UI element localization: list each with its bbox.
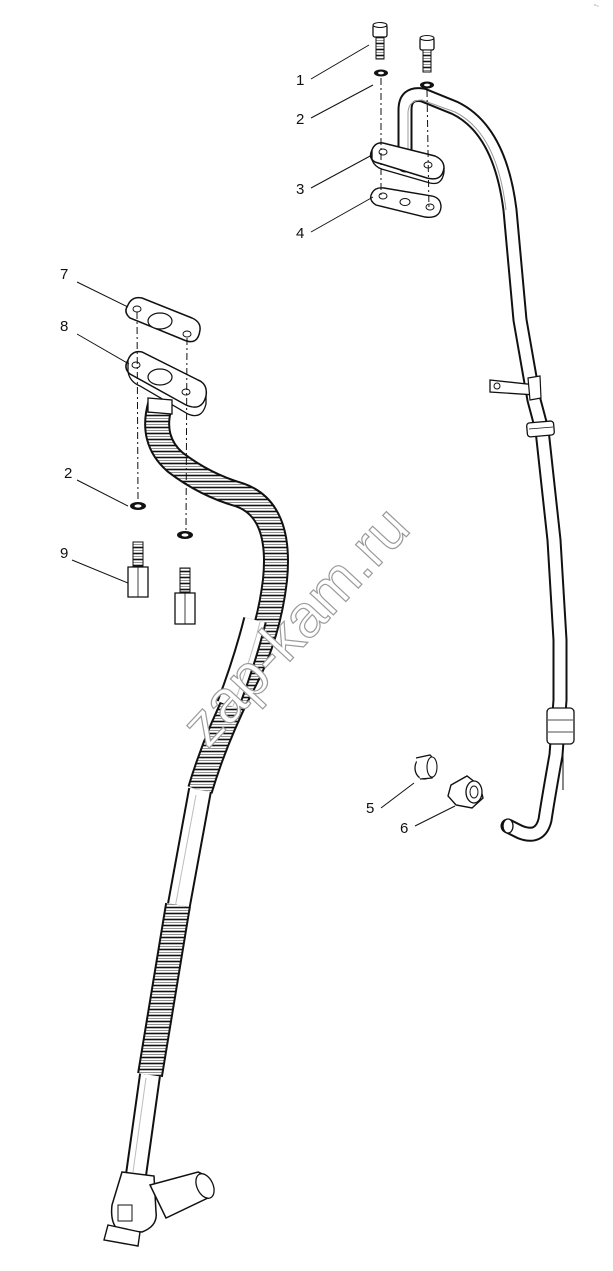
callout-6: 6: [400, 820, 408, 837]
callout-3: 3: [296, 181, 304, 198]
hose-smooth-section: [168, 788, 210, 912]
part-6-nut: [447, 775, 484, 809]
callout-1: 1: [296, 72, 304, 89]
watermark: zap-kam.ru: [168, 493, 422, 758]
callout-labels: 1 2 3 4 7 8 2 9 5 6: [60, 72, 408, 837]
callout-2-upper: 2: [296, 111, 304, 128]
callout-2-lower: 2: [64, 465, 72, 482]
part-1-bolt-right: [419, 34, 435, 73]
hose-elbow-fitting: [103, 1171, 215, 1247]
part-9-stud-left: [127, 541, 149, 598]
right-pipe-assembly: [310, 21, 575, 842]
part-1-bolt-left: [372, 21, 388, 60]
corner-mark: °~: [594, 4, 599, 10]
part-5-ferrule: [414, 754, 438, 780]
callout-9: 9: [60, 545, 68, 562]
part-9-stud-right: [174, 567, 196, 625]
part-7-gasket: [125, 296, 201, 343]
callout-4: 4: [296, 225, 304, 242]
corrugated-hose-upper: [146, 401, 287, 794]
callout-7: 7: [60, 266, 68, 283]
callout-8: 8: [60, 318, 68, 335]
callout-5: 5: [366, 800, 374, 817]
corrugated-hose-lower: [139, 903, 189, 1077]
left-hose-assembly: [71, 281, 289, 1247]
